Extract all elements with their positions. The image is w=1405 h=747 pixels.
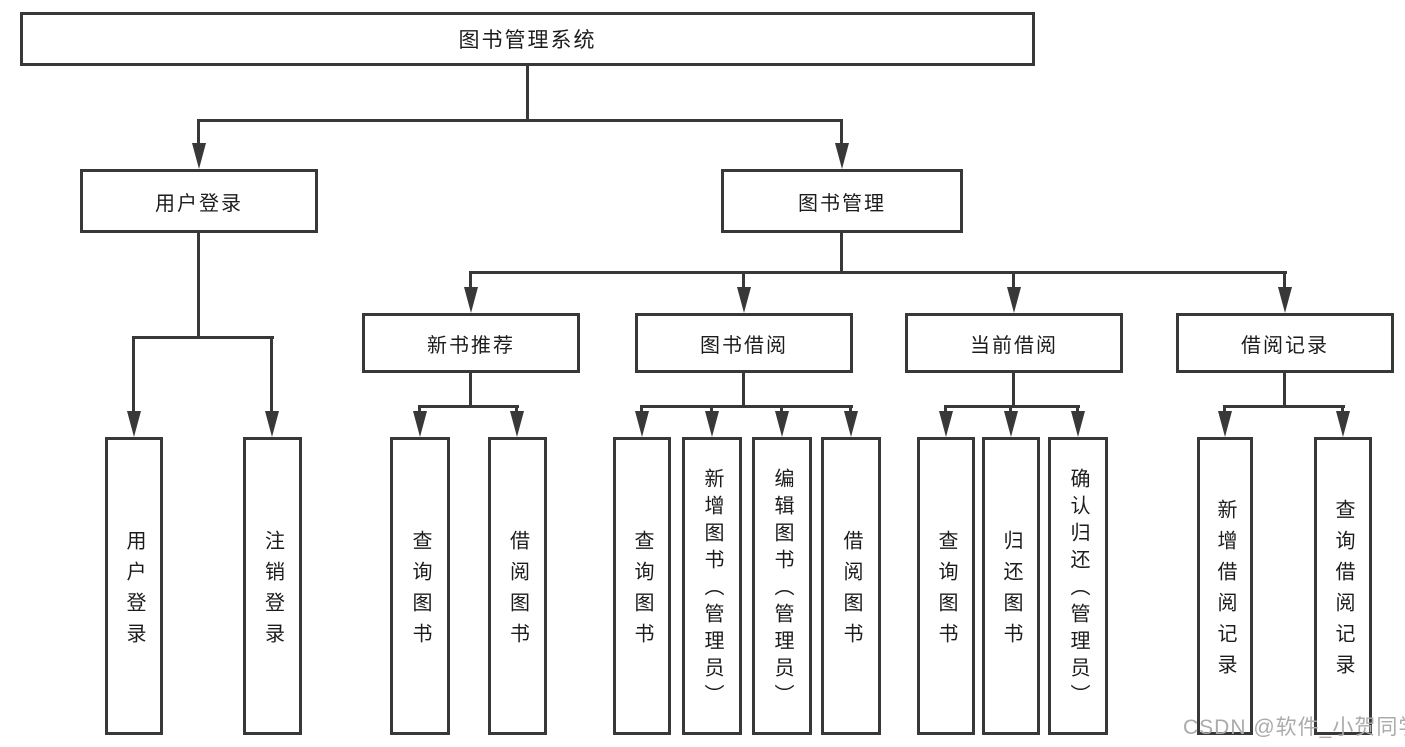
connector-nbr-stem — [469, 373, 472, 407]
connector-root-bar — [197, 119, 843, 122]
leaf-br-add-record: 新增借阅记录 — [1197, 437, 1253, 735]
leaf-cb-return-books: 归还图书 — [982, 437, 1040, 735]
leaf-cb-confirm-return-label: 确认归还（管理员） — [1067, 468, 1089, 711]
connector-drop-bb-query — [640, 405, 643, 413]
leaf-bb-query-books: 查询图书 — [613, 437, 671, 735]
arrowhead-book-management — [835, 143, 849, 169]
node-new-book-recommend-label: 新书推荐 — [427, 334, 515, 357]
connector-drop-br-query — [1341, 405, 1344, 413]
leaf-cb-confirm-return: 确认归还（管理员） — [1048, 437, 1108, 735]
node-borrowing-records: 借阅记录 — [1176, 313, 1394, 373]
arrowhead-bb-add — [705, 411, 719, 437]
arrowhead-cb-confirm — [1071, 411, 1085, 437]
connector-cb-stem — [1012, 373, 1015, 407]
arrowhead-nbr-query — [413, 411, 427, 437]
leaf-bb-edit-books-label: 编辑图书（管理员） — [771, 468, 793, 711]
leaf-bb-edit-books: 编辑图书（管理员） — [752, 437, 812, 735]
arrowhead-borrowing-records — [1278, 287, 1292, 313]
connector-drop-bb-edit — [780, 405, 783, 413]
leaf-bb-borrow-books: 借阅图书 — [821, 437, 881, 735]
connector-nbr-bar — [418, 405, 519, 408]
arrowhead-bb-edit — [775, 411, 789, 437]
leaf-nbr-borrow-books: 借阅图书 — [488, 437, 547, 735]
node-borrowing-records-label: 借阅记录 — [1241, 334, 1329, 357]
leaf-br-query-record: 查询借阅记录 — [1314, 437, 1372, 735]
leaf-cb-return-books-label: 归还图书 — [1000, 529, 1022, 654]
leaf-user-login-label: 用户登录 — [123, 529, 145, 654]
connector-drop-leaf-logout — [270, 336, 273, 414]
arrowhead-cb-query — [939, 411, 953, 437]
leaf-br-add-record-label: 新增借阅记录 — [1214, 498, 1236, 685]
leaf-br-query-record-label: 查询借阅记录 — [1332, 498, 1354, 685]
arrowhead-leaf-logout — [265, 411, 279, 437]
connector-drop-cb-query — [944, 405, 947, 413]
node-root-label: 图书管理系统 — [458, 29, 597, 52]
leaf-bb-add-books-label: 新增图书（管理员） — [701, 468, 723, 711]
watermark: CSDN @软件_小贺同学 — [1183, 716, 1405, 739]
connector-drop-borrowing-records — [1283, 271, 1286, 291]
node-book-borrowing: 图书借阅 — [635, 313, 853, 373]
leaf-logout-label: 注销登录 — [261, 529, 284, 654]
arrowhead-book-borrowing — [737, 287, 751, 313]
node-book-management: 图书管理 — [721, 169, 963, 233]
leaf-bb-add-books: 新增图书（管理员） — [682, 437, 742, 735]
connector-drop-current-borrowing — [1012, 271, 1015, 291]
arrowhead-bb-query — [635, 411, 649, 437]
connector-user-login-bar — [132, 336, 274, 339]
arrowhead-new-book — [464, 287, 478, 313]
arrowhead-br-add — [1218, 411, 1232, 437]
node-user-login: 用户登录 — [80, 169, 318, 233]
connector-user-login-stem — [197, 233, 200, 339]
arrowhead-br-query — [1336, 411, 1350, 437]
arrowhead-bb-borrow — [844, 411, 858, 437]
connector-bb-stem — [742, 373, 745, 407]
connector-br-stem — [1283, 373, 1286, 407]
leaf-cb-query-books: 查询图书 — [917, 437, 975, 735]
node-current-borrowing: 当前借阅 — [905, 313, 1123, 373]
connector-drop-leaf-login — [132, 336, 135, 414]
node-new-book-recommend: 新书推荐 — [362, 313, 580, 373]
leaf-nbr-query-books: 查询图书 — [390, 437, 450, 735]
connector-cb-bar — [944, 405, 1080, 408]
connector-root-stem — [526, 66, 529, 120]
leaf-nbr-borrow-books-label: 借阅图书 — [506, 529, 529, 654]
leaf-bb-borrow-books-label: 借阅图书 — [840, 529, 862, 654]
connector-book-mgmt-stem — [840, 233, 843, 274]
connector-drop-bb-add — [710, 405, 713, 413]
connector-drop-book-management — [840, 119, 843, 145]
leaf-nbr-query-books-label: 查询图书 — [409, 529, 431, 654]
arrowhead-cb-return — [1004, 411, 1018, 437]
connector-drop-bb-borrow — [849, 405, 852, 413]
leaf-bb-query-books-label: 查询图书 — [631, 529, 653, 654]
node-book-management-label: 图书管理 — [798, 192, 886, 215]
connector-drop-new-book — [469, 271, 472, 291]
node-current-borrowing-label: 当前借阅 — [970, 334, 1058, 357]
node-user-login-label: 用户登录 — [155, 192, 243, 215]
leaf-logout: 注销登录 — [243, 437, 302, 735]
connector-br-bar — [1223, 405, 1345, 408]
connector-drop-user-login — [197, 119, 200, 145]
leaf-cb-query-books-label: 查询图书 — [935, 529, 957, 654]
connector-drop-nbr-borrow — [515, 405, 518, 413]
arrowhead-leaf-login — [127, 411, 141, 437]
arrowhead-user-login — [192, 143, 206, 169]
connector-drop-book-borrowing — [742, 271, 745, 291]
node-root: 图书管理系统 — [20, 12, 1035, 66]
connector-drop-cb-confirm — [1076, 405, 1079, 413]
connector-drop-cb-return — [1009, 405, 1012, 413]
connector-book-mgmt-bar — [469, 271, 1287, 274]
arrowhead-nbr-borrow — [510, 411, 524, 437]
node-book-borrowing-label: 图书借阅 — [700, 334, 788, 357]
connector-bb-bar — [640, 405, 853, 408]
connector-drop-nbr-query — [418, 405, 421, 413]
leaf-user-login: 用户登录 — [105, 437, 163, 735]
connector-drop-br-add — [1223, 405, 1226, 413]
arrowhead-current-borrowing — [1007, 287, 1021, 313]
